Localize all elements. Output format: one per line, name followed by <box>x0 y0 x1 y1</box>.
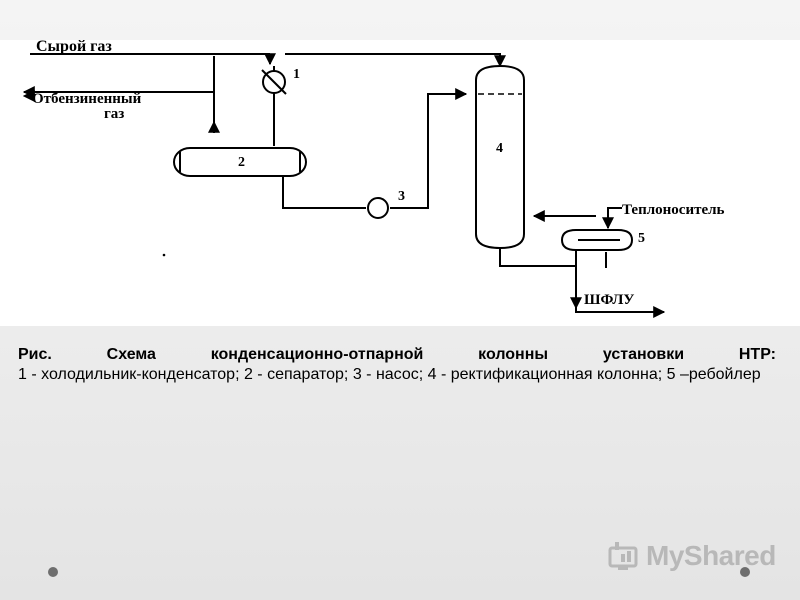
pump <box>367 197 389 219</box>
bullet-dot-left <box>48 567 58 577</box>
stripped-gas-label-line1: Отбензиненный <box>32 91 142 107</box>
caption-text: 1 - холодильник-конденсатор; 2 - сепарат… <box>18 366 761 383</box>
pump-number: 3 <box>398 189 405 204</box>
logo-icon <box>608 542 638 570</box>
cooler-number: 1 <box>293 67 300 82</box>
separator-number: 2 <box>238 155 245 170</box>
caption-title: Рис. Схема конденсационно-отпарной колон… <box>18 346 776 363</box>
process-flow-diagram: Сырой газ Отбензиненный газ 1 2 3 4 5 Те… <box>0 40 800 326</box>
spacer2 <box>22 90 35 102</box>
column-bottom-line <box>499 248 576 267</box>
myshared-logo: MyShared <box>606 538 776 574</box>
stripped-gas-label-line2: газ <box>104 106 124 122</box>
separator-vessel <box>173 147 307 177</box>
heat-carrier-label: Теплоноситель <box>622 202 725 218</box>
shflu-out-line <box>575 250 666 318</box>
reboiler <box>560 229 634 251</box>
rectification-column <box>475 64 525 250</box>
spacer <box>30 70 270 78</box>
column-number: 4 <box>496 141 503 156</box>
heat-carrier-in-line <box>602 207 622 230</box>
figure-caption: Рис. Схема конденсационно-отпарной колон… <box>18 345 776 385</box>
raw-gas-label: Сырой газ <box>36 40 112 55</box>
diagram-svg: Сырой газ Отбензиненный газ 1 2 3 4 5 Те… <box>22 40 725 318</box>
bullet-dot-right <box>740 567 750 577</box>
logo-text: MyShared <box>646 540 776 571</box>
raw-gas-to-column-line <box>285 53 506 68</box>
reboiler-number: 5 <box>638 231 645 246</box>
shflu-label: ШФЛУ <box>584 292 634 308</box>
cooler-diagonal <box>261 69 287 95</box>
speck <box>162 253 166 257</box>
separator-to-pump-line <box>282 176 366 209</box>
pump-to-column-line <box>390 88 468 209</box>
